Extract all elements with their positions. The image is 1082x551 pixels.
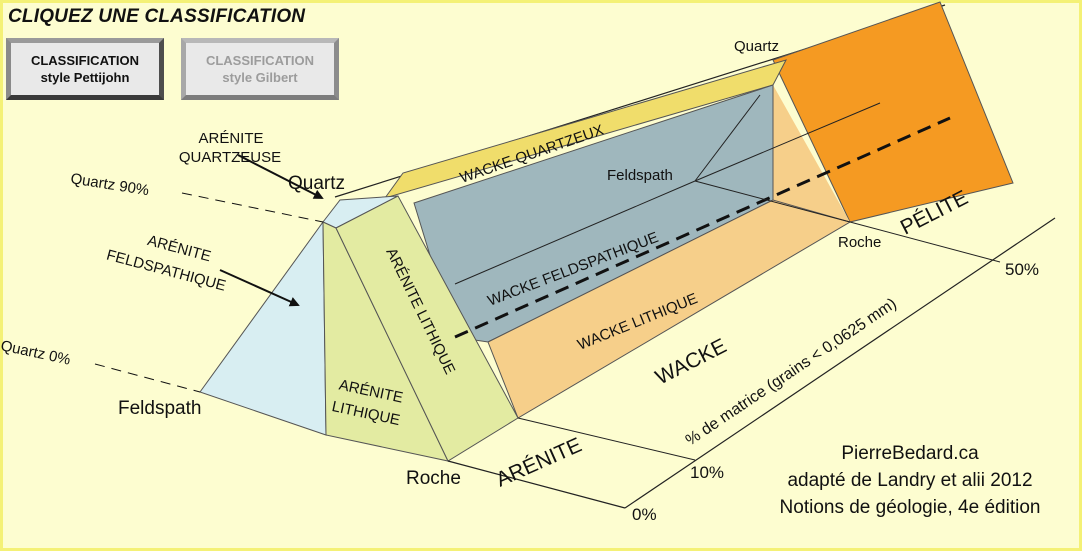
credit-line-2: adapté de Landry et alii 2012 [787,470,1032,491]
pettijohn-button-line2: style Pettijohn [40,70,130,85]
arenite-feldspathique-face [199,220,327,436]
matrix-axis-line [624,217,1056,509]
base-line-roche [447,460,626,509]
label-wacke: WACKE [652,334,730,389]
feldspath-to-roche-line [694,180,851,223]
label-arenite-quartzeuse-2: QUARTZEUSE [179,149,281,166]
dashed-quartz90 [181,192,324,223]
page-title: CLIQUEZ UNE CLASSIFICATION [8,6,306,27]
label-quartz-0: Quartz 0% [0,337,72,368]
dashed-quartz0 [94,363,201,393]
label-pct-10: 10% [690,463,724,482]
label-feldspath-mid: Feldspath [607,167,673,184]
arrow-feldspathique [219,269,300,307]
dashed-boundary-thick [454,116,951,339]
axis-10-line [517,417,696,461]
pettijohn-classification-button[interactable]: CLASSIFICATION style Pettijohn [6,38,164,100]
pelite-block [772,1,1014,223]
label-arenite-quartzeuse-1: ARÉNITE [198,130,263,147]
credit-line-1: PierreBedard.ca [841,443,979,464]
gilbert-button-line1: CLASSIFICATION [205,53,315,68]
axis-50-line [849,221,1001,263]
label-matrix-axis: % de matrice (grains < 0,0625 mm) [683,295,900,449]
label-feldspath-front: Feldspath [118,398,201,419]
label-quartz-top: Quartz [734,38,779,55]
arrow-quartzeuse [237,154,324,199]
feldspath-inner-line-a [694,94,761,182]
wacke-quartzeux-band [383,59,787,199]
label-roche-back: Roche [838,234,881,251]
label-pct-50: 50% [1005,260,1039,279]
gilbert-classification-button[interactable]: CLASSIFICATION style Gilbert [181,38,339,100]
label-arenite: ARÉNITE [493,434,586,492]
label-quartz-90: Quartz 90% [69,170,150,199]
feldspath-inner-line-b [694,102,881,182]
credit-line-3: Notions de géologie, 4e édition [780,497,1041,518]
gilbert-button-line2: style Gilbert [222,70,298,85]
feldspath-inner-line-c [454,180,696,285]
label-roche-front: Roche [406,468,461,489]
pettijohn-button-line1: CLASSIFICATION [30,53,140,68]
label-pct-0: 0% [632,505,657,524]
label-quartz-front: Quartz [288,173,345,194]
